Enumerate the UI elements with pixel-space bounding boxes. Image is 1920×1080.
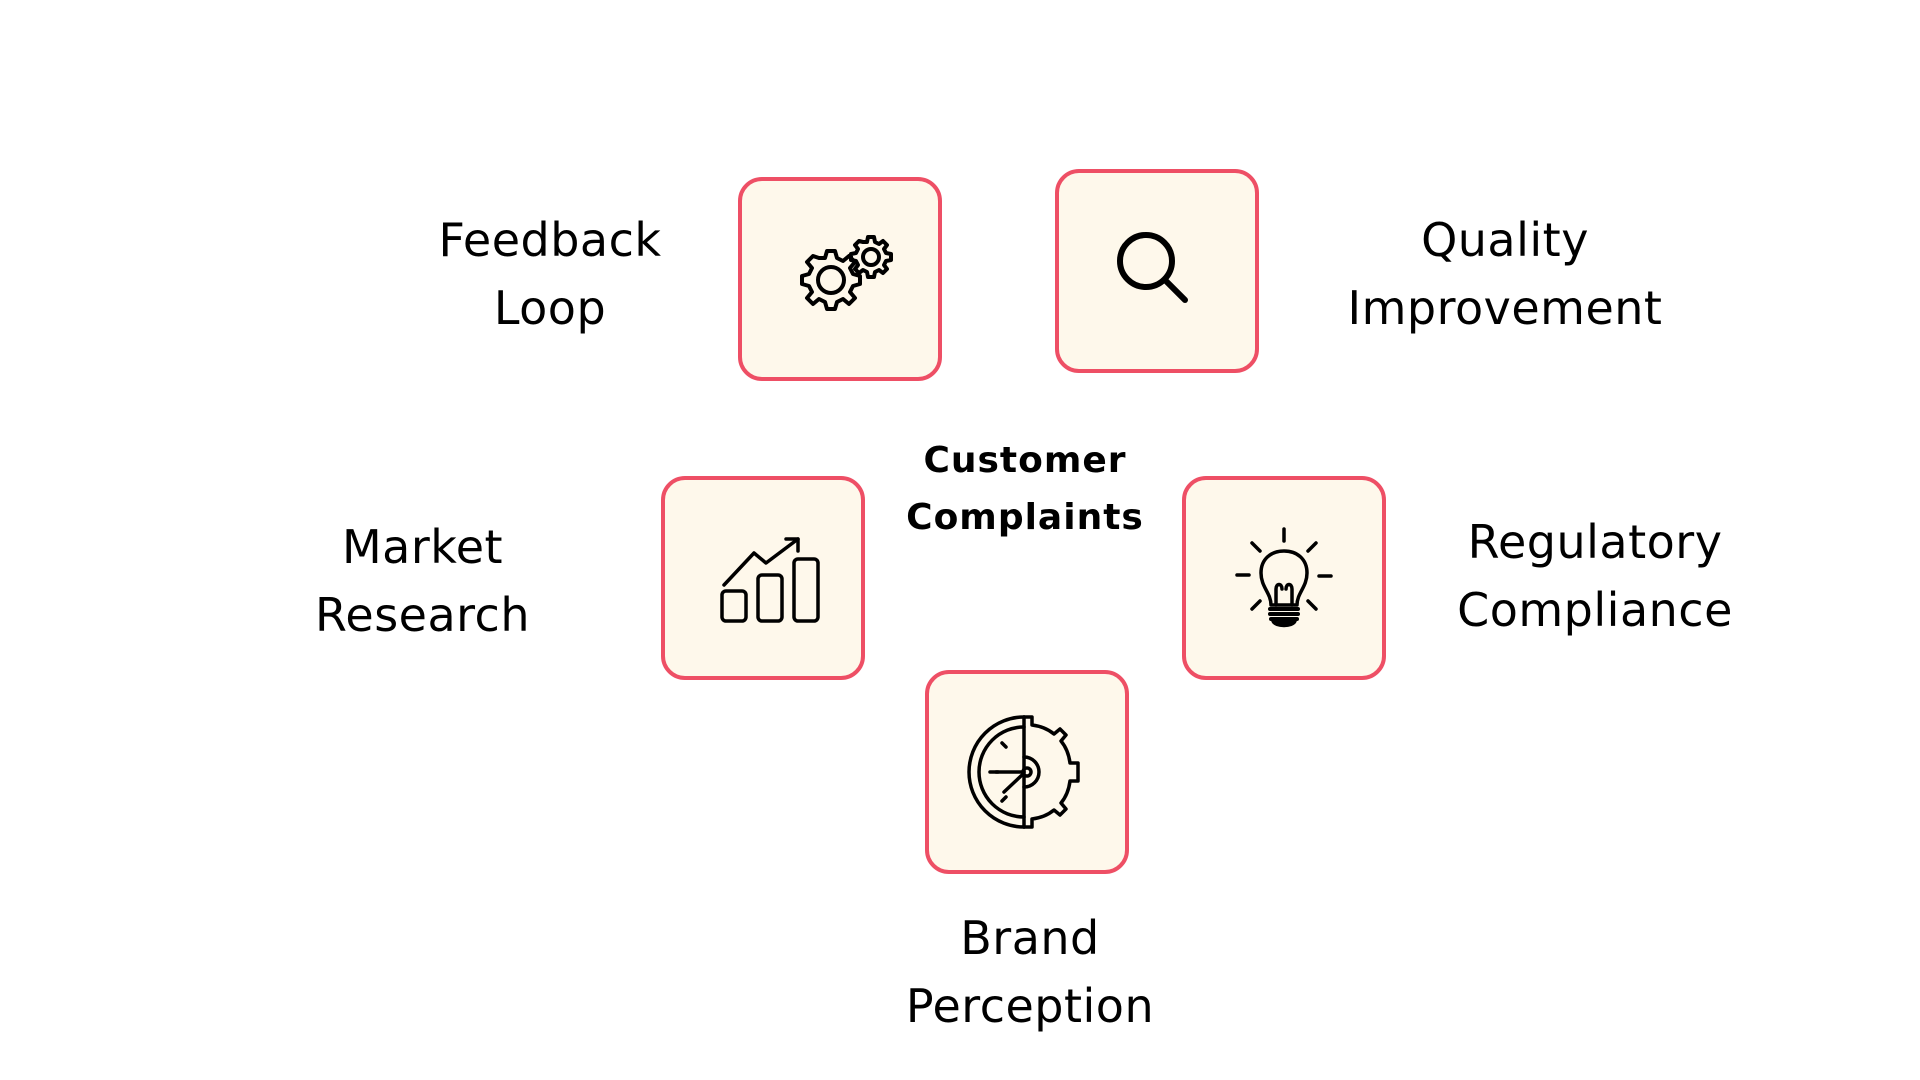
label-line: Compliance bbox=[1457, 583, 1733, 637]
node-box-regulatory-compliance bbox=[1182, 476, 1386, 680]
growth-chart-icon bbox=[720, 537, 820, 623]
label-line: Research bbox=[315, 588, 530, 642]
center-title: Customer Complaints bbox=[880, 432, 1170, 546]
node-box-quality-improvement bbox=[1055, 169, 1259, 373]
label-feedback-loop: Feedback Loop bbox=[420, 206, 680, 342]
label-line: Loop bbox=[493, 281, 607, 335]
label-line: Perception bbox=[905, 979, 1155, 1033]
clock-gear-icon bbox=[967, 715, 1080, 829]
node-box-brand-perception bbox=[925, 670, 1129, 874]
center-title-line2: Complaints bbox=[906, 497, 1144, 538]
lightbulb-icon bbox=[1235, 527, 1333, 628]
label-market-research: Market Research bbox=[295, 513, 550, 649]
label-regulatory-compliance: Regulatory Compliance bbox=[1440, 508, 1750, 644]
node-box-feedback-loop bbox=[738, 177, 942, 381]
label-brand-perception: Brand Perception bbox=[880, 904, 1180, 1040]
label-line: Improvement bbox=[1347, 281, 1663, 335]
node-box-market-research bbox=[661, 476, 865, 680]
gears-icon bbox=[800, 235, 893, 311]
label-line: Regulatory bbox=[1467, 515, 1723, 569]
center-title-line1: Customer bbox=[923, 440, 1127, 481]
label-quality-improvement: Quality Improvement bbox=[1330, 206, 1680, 342]
label-line: Brand bbox=[960, 911, 1100, 965]
magnifier-icon bbox=[1117, 232, 1188, 303]
label-line: Market bbox=[341, 520, 504, 574]
label-line: Feedback bbox=[438, 213, 662, 267]
label-line: Quality bbox=[1421, 213, 1589, 267]
